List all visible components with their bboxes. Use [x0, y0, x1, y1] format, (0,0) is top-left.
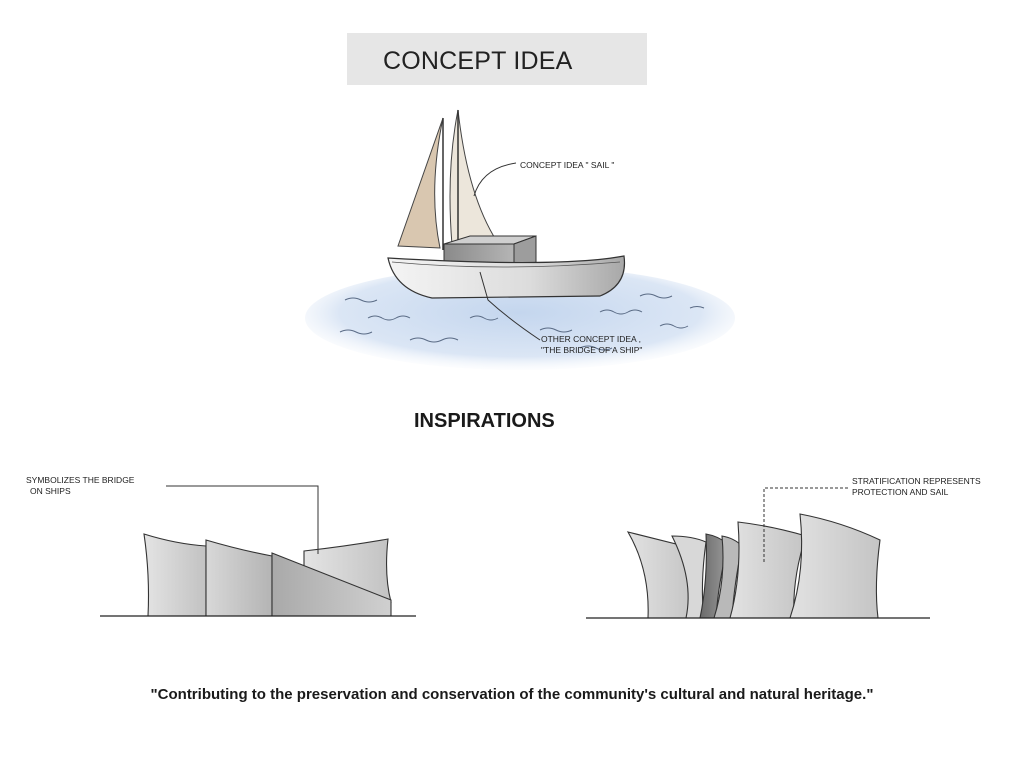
title-box: CONCEPT IDEA	[347, 33, 647, 85]
left-callout-line	[166, 485, 319, 554]
back-sail-illustration	[397, 117, 444, 249]
left-callout-label-line1: SYMBOLIZES THE BRIDGE	[26, 475, 135, 485]
water-illustration	[305, 266, 735, 370]
sail-inspiration-illustration	[586, 513, 930, 619]
water-ripples	[339, 293, 705, 351]
heritage-quote: "Contributing to the preservation and co…	[150, 686, 874, 703]
bridge-callout-label-line1: OTHER CONCEPT IDEA ,	[541, 334, 641, 344]
bridge-callout-line	[479, 271, 541, 341]
sail-callout-label: CONCEPT IDEA " SAIL "	[520, 160, 615, 170]
right-callout-line	[763, 487, 848, 564]
boat-hull-illustration	[387, 255, 626, 299]
inspirations-heading: INSPIRATIONS	[414, 410, 555, 432]
left-callout-label-line2: ON SHIPS	[30, 486, 71, 496]
page-title: CONCEPT IDEA	[383, 47, 573, 75]
right-callout-label-line1: STRATIFICATION REPRESENTS	[852, 476, 981, 486]
right-callout-label-line2: PROTECTION AND SAIL	[852, 487, 949, 497]
bridge-callout-label-line2: "THE BRIDGE OF A SHIP"	[541, 345, 643, 355]
sail-callout-line	[473, 162, 517, 197]
bridge-inspiration-illustration	[100, 533, 416, 617]
